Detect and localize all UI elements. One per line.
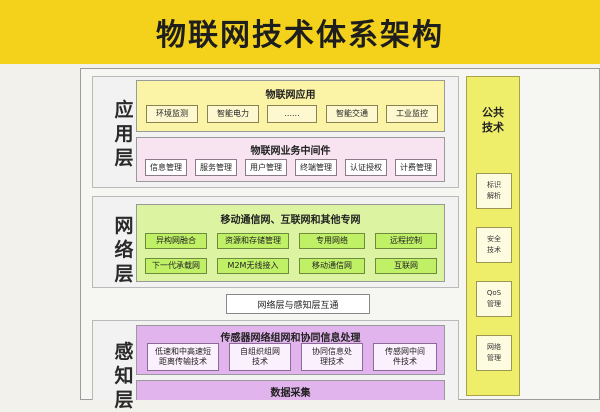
app-box: 环境监测 (146, 105, 198, 123)
middleware-box: 服务管理 (195, 159, 237, 176)
network-box: 专用网络 (299, 233, 365, 249)
interconnect-bar: 网络层与感知层互通 (226, 294, 370, 314)
middleware-title: 物联网业务中间件 (250, 146, 331, 157)
sensor-box: 低速和中高速短 距离传输技术 (147, 343, 219, 371)
page-title: 物联网技术体系架构 (156, 18, 444, 53)
common-tech-box-qos: QoS 管理 (476, 281, 512, 317)
sensor-box: 自组织组网 技术 (229, 343, 291, 371)
common-tech-box-security: 安全 技术 (476, 227, 512, 263)
sensor-network-title: 传感器网络组网和协同信息处理 (220, 333, 361, 344)
network-group-title: 移动通信网、互联网和其他专网 (220, 215, 361, 226)
network-box: 异构网融合 (145, 233, 207, 249)
network-box: 互联网 (375, 258, 437, 274)
sensor-box: 传感网中间 件技术 (373, 343, 437, 371)
network-layer-label: 网 络 层 (114, 215, 134, 285)
app-box: 智能交通 (326, 105, 378, 123)
common-tech-box-network-mgmt: 网络 管理 (476, 335, 512, 371)
network-group: 移动通信网、互联网和其他专网 异构网融合 资源和存储管理 专用网络 远程控制 下… (136, 204, 445, 282)
middleware-box: 信息管理 (145, 159, 187, 176)
network-box: 下一代承载网 (145, 258, 207, 274)
app-box: 工业监控 (386, 105, 438, 123)
network-box: 资源和存储管理 (217, 233, 289, 249)
common-tech-title: 公共 技术 (482, 106, 504, 134)
common-tech-box-identifier: 标识 解析 (476, 173, 512, 209)
data-collection-title: 数据采集 (270, 388, 311, 399)
middleware-box: 终端管理 (295, 159, 337, 176)
iot-apps-title: 物联网应用 (265, 90, 316, 101)
application-layer-label: 应 用 层 (114, 99, 134, 169)
app-box: ...... (267, 105, 317, 123)
middleware-group: 物联网业务中间件 信息管理 服务管理 用户管理 终端管理 认证授权 计费管理 (136, 137, 445, 182)
middleware-box: 认证授权 (345, 159, 387, 176)
middleware-box: 计费管理 (395, 159, 437, 176)
app-box: 智能电力 (207, 105, 259, 123)
title-banner: 物联网技术体系架构 (0, 0, 600, 64)
sensor-network-group: 传感器网络组网和协同信息处理 低速和中高速短 距离传输技术 自组织组网 技术 协… (136, 325, 445, 375)
network-box: 远程控制 (375, 233, 437, 249)
sensor-box: 协同信息处 理技术 (301, 343, 363, 371)
network-box: 移动通信网 (299, 258, 365, 274)
data-collection-group: 数据采集 (136, 380, 445, 400)
common-tech-column: 公共 技术 标识 解析 安全 技术 QoS 管理 网络 管理 (466, 76, 520, 396)
iot-apps-group: 物联网应用 环境监测 智能电力 ...... 智能交通 工业监控 (136, 80, 445, 132)
middleware-box: 用户管理 (245, 159, 287, 176)
network-box: M2M无线接入 (217, 258, 289, 274)
